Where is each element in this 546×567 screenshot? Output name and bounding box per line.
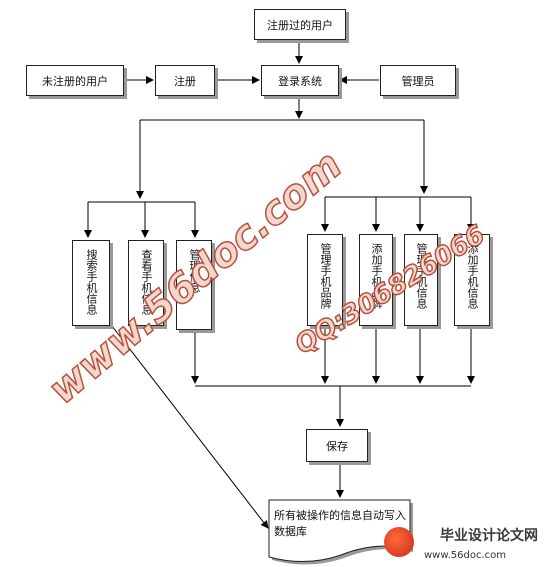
registered-user-node: 注册过的用户	[254, 9, 346, 40]
manage-info-node: 管理信息	[176, 240, 212, 330]
database-document-node	[268, 499, 413, 565]
manage-phone-brand-node: 管理手机品牌	[307, 234, 343, 326]
site-logo-url: www.56doc.com	[423, 550, 506, 561]
manage-phone-info-node: 管理手机信息	[404, 234, 438, 326]
arrow-search-to-db	[111, 325, 269, 529]
site-logo-icon	[384, 527, 414, 557]
administrator-node: 管理员	[380, 65, 456, 96]
save-node: 保存	[306, 429, 368, 462]
site-logo-text: 毕业设计论文网	[440, 528, 538, 544]
register-node: 注册	[155, 65, 215, 96]
database-note-text: 所有被操作的信息自动写入数据库	[274, 509, 406, 538]
search-phone-info-node: 搜索手机信息	[72, 240, 110, 326]
add-phone-info-node: 添加手机信息	[454, 234, 490, 326]
view-phone-info-node: 查看手机信息	[128, 240, 164, 326]
add-phone-brand-node: 添加手机品牌	[359, 234, 393, 326]
unregistered-user-node: 未注册的用户	[26, 65, 124, 96]
login-system-node: 登录系统	[261, 65, 339, 96]
